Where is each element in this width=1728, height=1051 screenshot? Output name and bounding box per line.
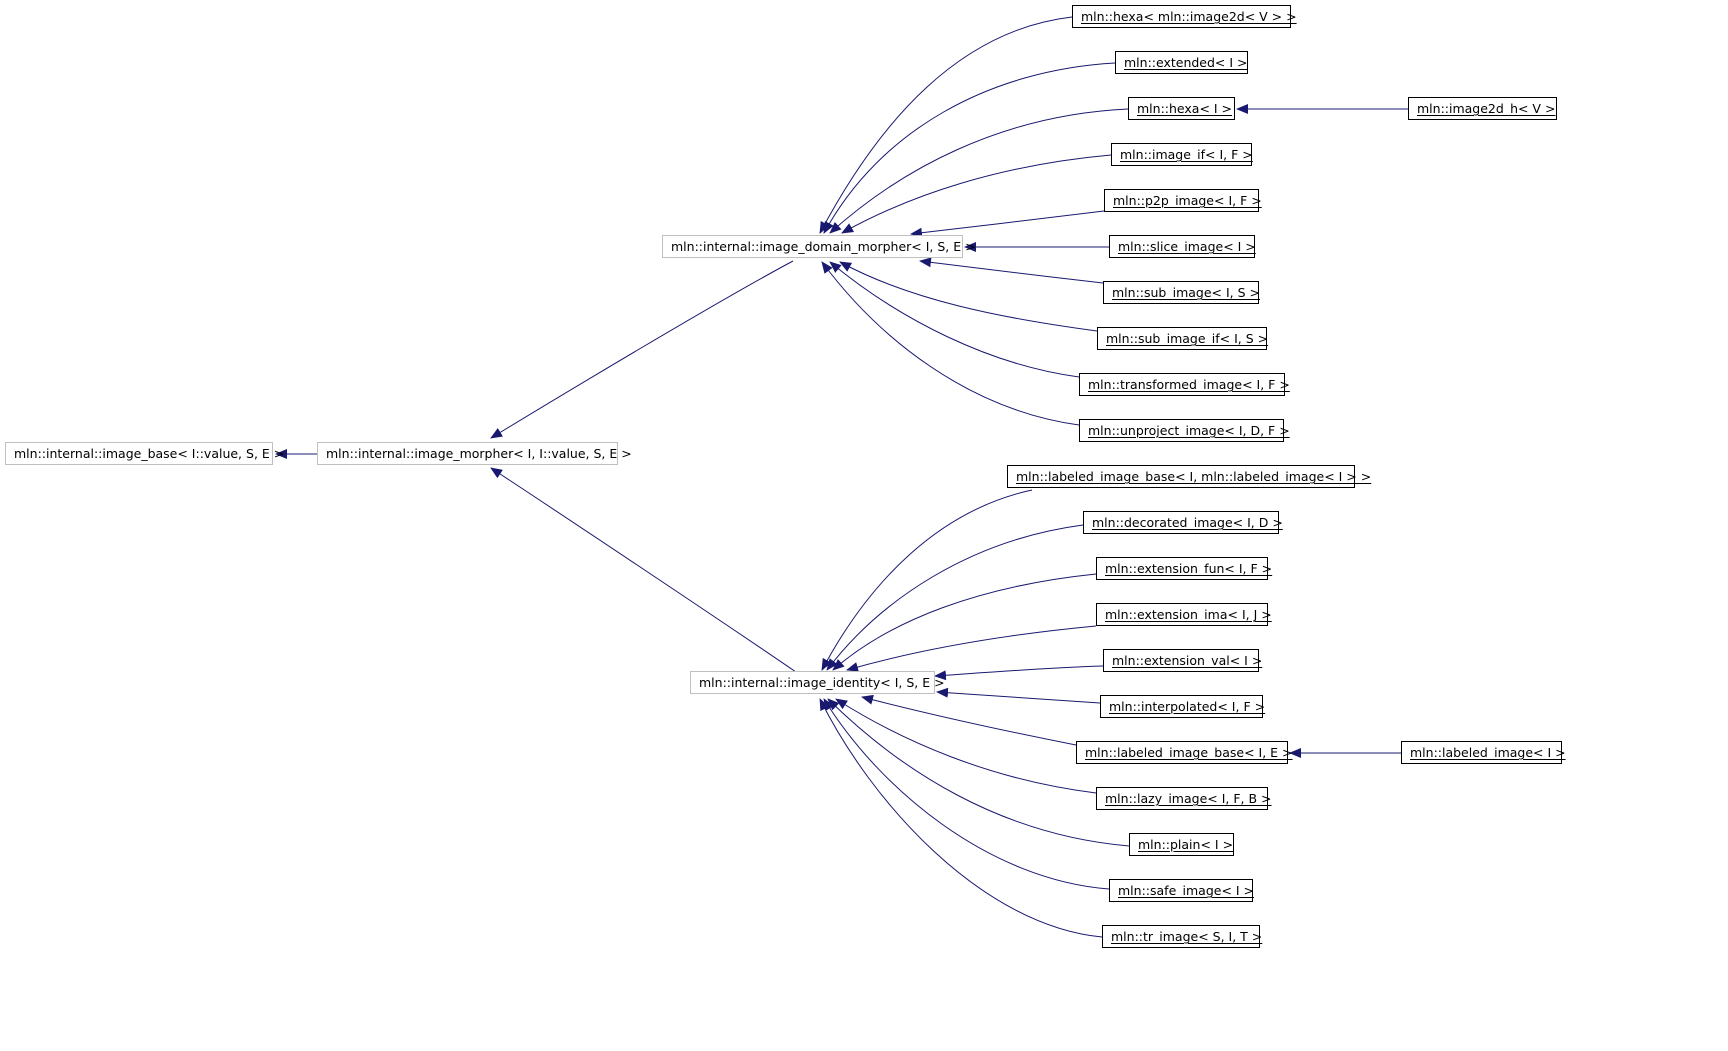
class-node-decorated-image[interactable]: mln::decorated_image< I, D > <box>1083 511 1283 534</box>
inherit-edge-decorated_image-to-image_identity <box>826 524 1084 671</box>
inherit-edge-image_if-to-image_domain_morpher <box>841 154 1112 234</box>
inherit-edge-lazy_image-to-image_identity <box>835 698 1097 794</box>
class-node-label: mln::tr_image< S, I, T > <box>1111 929 1263 944</box>
class-node-label: mln::p2p_image< I, F > <box>1113 193 1262 208</box>
inherit-edge-labeled_image_base-to-image_identity <box>861 694 1077 746</box>
class-node-hexa[interactable]: mln::hexa< I > <box>1128 97 1235 120</box>
inherit-edge-image_domain_morpher-to-image_morpher <box>490 260 794 439</box>
class-node-tr-image[interactable]: mln::tr_image< S, I, T > <box>1102 925 1263 948</box>
class-node-transformed-image[interactable]: mln::transformed_image< I, F > <box>1079 373 1290 396</box>
class-node-slice-image[interactable]: mln::slice_image< I > <box>1109 235 1256 258</box>
inherit-edge-plain-to-image_identity <box>827 698 1130 847</box>
class-node-label: mln::internal::image_morpher< I, I::valu… <box>326 446 632 461</box>
class-node-labeled-image-base[interactable]: mln::labeled_image_base< I, E > <box>1076 741 1293 764</box>
class-node-label: mln::sub_image_if< I, S > <box>1106 331 1269 346</box>
class-node-label: mln::plain< I > <box>1138 837 1234 852</box>
class-node-label: mln::extended< I > <box>1124 55 1248 70</box>
inherit-edge-hexa-to-image_domain_morpher <box>829 108 1129 234</box>
class-node-safe-image[interactable]: mln::safe_image< I > <box>1109 879 1255 902</box>
inheritance-diagram: mln::internal::image_base< I::value, S, … <box>5 5 1566 948</box>
class-node-label: mln::labeled_image< I > <box>1410 745 1566 760</box>
class-node-label: mln::sub_image< I, S > <box>1112 285 1261 300</box>
class-node-labeled-image[interactable]: mln::labeled_image< I > <box>1401 741 1566 764</box>
class-node-label: mln::hexa< I > <box>1137 101 1233 116</box>
class-node-extension-ima[interactable]: mln::extension_ima< I, J > <box>1096 603 1272 626</box>
inherit-edge-image_identity-to-image_morpher <box>490 467 797 673</box>
class-node-p2p-image[interactable]: mln::p2p_image< I, F > <box>1104 189 1262 212</box>
class-node-image2d-h[interactable]: mln::image2d_h< V > <box>1408 97 1557 120</box>
inherit-edge-extension_val-to-image_identity <box>934 665 1104 681</box>
class-node-label: mln::extension_ima< I, J > <box>1105 607 1272 622</box>
class-node-label: mln::internal::image_base< I::value, S, … <box>14 446 285 461</box>
class-node-unproject-image[interactable]: mln::unproject_image< I, D, F > <box>1079 419 1290 442</box>
inherit-edge-p2p_image-to-image_domain_morpher <box>910 210 1105 238</box>
class-node-label: mln::unproject_image< I, D, F > <box>1088 423 1290 438</box>
class-node-label: mln::internal::image_domain_morpher< I, … <box>671 239 976 254</box>
inherit-edge-safe_image-to-image_identity <box>823 698 1110 890</box>
inherit-edge-interpolated-to-image_identity <box>936 687 1101 704</box>
class-node-label: mln::decorated_image< I, D > <box>1092 515 1283 530</box>
inherit-edge-labeled_image_base_labeled-to-image_identity <box>821 489 1033 671</box>
class-node-label: mln::labeled_image_base< I, E > <box>1085 745 1293 760</box>
inherit-edge-hexa_image2d-to-image_domain_morpher <box>819 16 1073 234</box>
inherit-edge-sub_image_if-to-image_domain_morpher <box>839 261 1098 332</box>
class-node-plain[interactable]: mln::plain< I > <box>1129 833 1234 856</box>
class-node-label: mln::image_if< I, F > <box>1120 147 1253 162</box>
inherit-edge-transformed_image-to-image_domain_morpher <box>829 261 1080 378</box>
class-node-lazy-image[interactable]: mln::lazy_image< I, F, B > <box>1096 787 1272 810</box>
class-node-image-morpher: mln::internal::image_morpher< I, I::valu… <box>317 442 632 465</box>
inheritance-edges <box>275 16 1408 938</box>
inherit-edge-tr_image-to-image_identity <box>819 698 1103 938</box>
class-node-label: mln::interpolated< I, F > <box>1109 699 1266 714</box>
class-node-image-identity: mln::internal::image_identity< I, S, E > <box>690 671 945 694</box>
inherit-edge-extension_ima-to-image_identity <box>846 625 1097 672</box>
class-node-sub-image-if[interactable]: mln::sub_image_if< I, S > <box>1097 327 1269 350</box>
class-node-image-if[interactable]: mln::image_if< I, F > <box>1111 143 1253 166</box>
class-node-extended[interactable]: mln::extended< I > <box>1115 51 1248 74</box>
class-node-label: mln::safe_image< I > <box>1118 883 1255 898</box>
class-node-label: mln::hexa< mln::image2d< V > > <box>1081 9 1297 24</box>
class-node-label: mln::labeled_image_base< I, mln::labeled… <box>1016 469 1372 484</box>
class-node-sub-image[interactable]: mln::sub_image< I, S > <box>1103 281 1261 304</box>
inherit-edge-extension_fun-to-image_identity <box>832 573 1097 671</box>
class-node-extension-fun[interactable]: mln::extension_fun< I, F > <box>1096 557 1272 580</box>
class-node-labeled-image-base-labeled[interactable]: mln::labeled_image_base< I, mln::labeled… <box>1007 465 1371 488</box>
class-node-label: mln::slice_image< I > <box>1118 239 1256 254</box>
class-node-label: mln::extension_val< I > <box>1112 653 1263 668</box>
inherit-edge-unproject_image-to-image_domain_morpher <box>821 261 1080 426</box>
class-node-image-domain-morpher: mln::internal::image_domain_morpher< I, … <box>662 235 976 258</box>
class-node-label: mln::transformed_image< I, F > <box>1088 377 1290 392</box>
inherit-edge-extended-to-image_domain_morpher <box>823 62 1116 234</box>
class-node-label: mln::extension_fun< I, F > <box>1105 561 1273 576</box>
class-node-label: mln::internal::image_identity< I, S, E > <box>699 675 945 690</box>
class-node-label: mln::lazy_image< I, F, B > <box>1105 791 1272 806</box>
class-node-interpolated[interactable]: mln::interpolated< I, F > <box>1100 695 1266 718</box>
class-node-hexa-image2d[interactable]: mln::hexa< mln::image2d< V > > <box>1072 5 1297 28</box>
class-node-extension-val[interactable]: mln::extension_val< I > <box>1103 649 1263 672</box>
class-node-image-base: mln::internal::image_base< I::value, S, … <box>5 442 284 465</box>
inherit-edge-sub_image-to-image_domain_morpher <box>919 257 1104 284</box>
class-node-label: mln::image2d_h< V > <box>1417 101 1556 116</box>
